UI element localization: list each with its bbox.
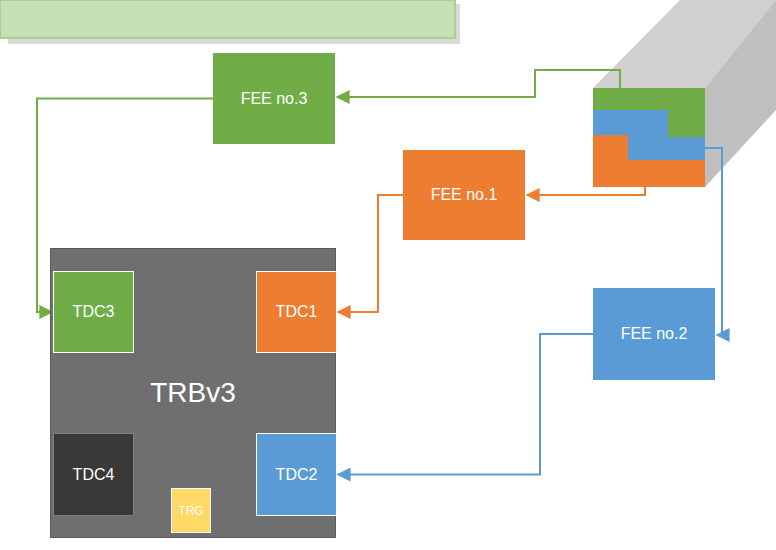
signal-line [337,70,620,97]
box-label: FEE no.2 [621,325,688,343]
box-label: TRG [178,504,203,518]
fibre-blue [593,88,705,187]
signal-connector [338,195,403,312]
box-label: TDC2 [276,466,318,484]
signal-connector [338,334,593,475]
box-label: FEE no.3 [241,90,308,108]
fibre-orange [593,135,705,187]
fibre-green [593,88,705,137]
box-label: TRBv3 [150,377,236,409]
fee-box: FEE no.3 [213,53,335,144]
trigger-box: TRG [171,488,211,533]
box-label: TDC4 [73,466,115,484]
board-box: TRBv3 TDC3 TDC1TDC4TRG TDC2 [50,248,336,538]
fee-box: FEE no.1 [403,150,525,240]
tdc-box: TDC3 [53,271,134,353]
bar-side-face [705,0,776,187]
tdc-box: TDC2 [256,433,337,516]
fee-box: FEE no.2 [593,288,715,380]
banner [0,0,455,38]
box-label: TDC1 [276,303,318,321]
tdc-box: TDC4 [53,433,134,516]
box-label: TDC3 [73,303,115,321]
signal-line [527,187,645,195]
box-label: FEE no.1 [431,186,498,204]
tdc-box: TDC1 [256,271,337,353]
